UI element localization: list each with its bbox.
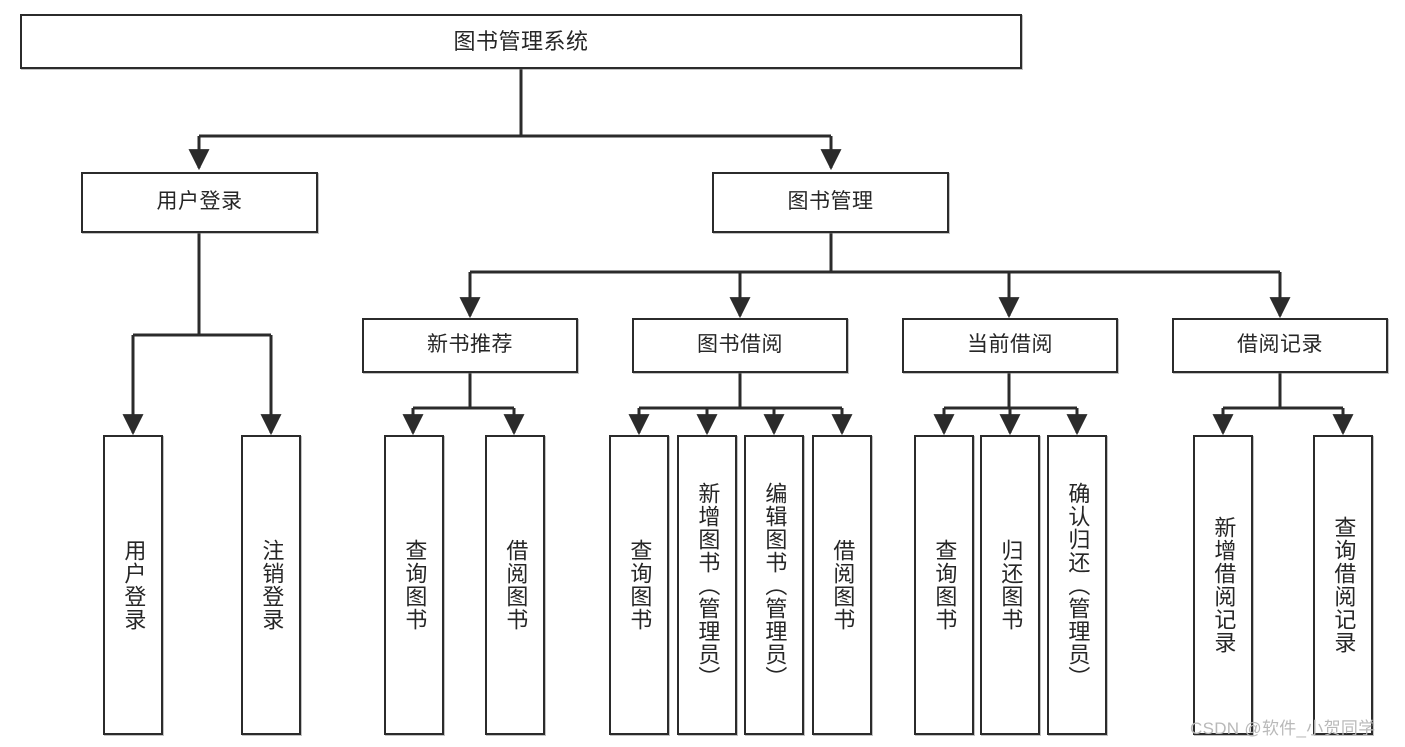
node-leaf-edit-book[interactable]: 编辑图书（管理员） [744,435,804,735]
node-leaf-query-book-3[interactable]: 查询图书 [914,435,974,735]
node-root-label: 图书管理系统 [453,28,589,54]
node-leaf-add-record[interactable]: 新增借阅记录 [1193,435,1253,735]
node-leaf-add-book-label: 新增图书（管理员） [695,481,721,689]
node-leaf-borrow-book-2-label: 借阅图书 [830,539,856,631]
node-leaf-user-login-label: 用户登录 [121,539,147,631]
node-leaf-query-book-1[interactable]: 查询图书 [384,435,444,735]
node-book-borrow[interactable]: 图书借阅 [632,318,848,373]
node-leaf-query-record-label: 查询借阅记录 [1331,516,1357,654]
node-book-manage[interactable]: 图书管理 [712,172,949,233]
node-leaf-add-record-label: 新增借阅记录 [1211,516,1237,654]
node-root[interactable]: 图书管理系统 [20,14,1022,69]
node-leaf-borrow-book-1-label: 借阅图书 [503,539,529,631]
node-leaf-query-book-3-label: 查询图书 [932,539,958,631]
node-book-manage-label: 图书管理 [787,190,874,214]
node-leaf-user-login[interactable]: 用户登录 [103,435,163,735]
node-new-book-recommend-label: 新书推荐 [427,333,513,357]
node-leaf-return-book[interactable]: 归还图书 [980,435,1040,735]
node-leaf-return-book-label: 归还图书 [998,539,1024,631]
csdn-watermark: CSDN @软件_小贺同学 [1190,719,1376,738]
node-leaf-confirm-return[interactable]: 确认归还（管理员） [1047,435,1107,735]
node-book-borrow-label: 图书借阅 [697,333,783,357]
node-user-login-label: 用户登录 [156,190,243,214]
node-leaf-logout-login-label: 注销登录 [259,539,285,631]
node-leaf-edit-book-label: 编辑图书（管理员） [762,481,788,689]
node-leaf-add-book[interactable]: 新增图书（管理员） [677,435,737,735]
node-leaf-borrow-book-2[interactable]: 借阅图书 [812,435,872,735]
node-borrow-record-label: 借阅记录 [1237,333,1323,357]
node-leaf-confirm-return-label: 确认归还（管理员） [1065,481,1091,689]
node-borrow-record[interactable]: 借阅记录 [1172,318,1388,373]
node-current-borrow[interactable]: 当前借阅 [902,318,1118,373]
node-leaf-query-record[interactable]: 查询借阅记录 [1313,435,1373,735]
node-leaf-borrow-book-1[interactable]: 借阅图书 [485,435,545,735]
node-leaf-logout-login[interactable]: 注销登录 [241,435,301,735]
node-current-borrow-label: 当前借阅 [967,333,1053,357]
node-user-login[interactable]: 用户登录 [81,172,318,233]
node-new-book-recommend[interactable]: 新书推荐 [362,318,578,373]
node-leaf-query-book-2-label: 查询图书 [627,539,653,631]
node-leaf-query-book-1-label: 查询图书 [402,539,428,631]
node-leaf-query-book-2[interactable]: 查询图书 [609,435,669,735]
